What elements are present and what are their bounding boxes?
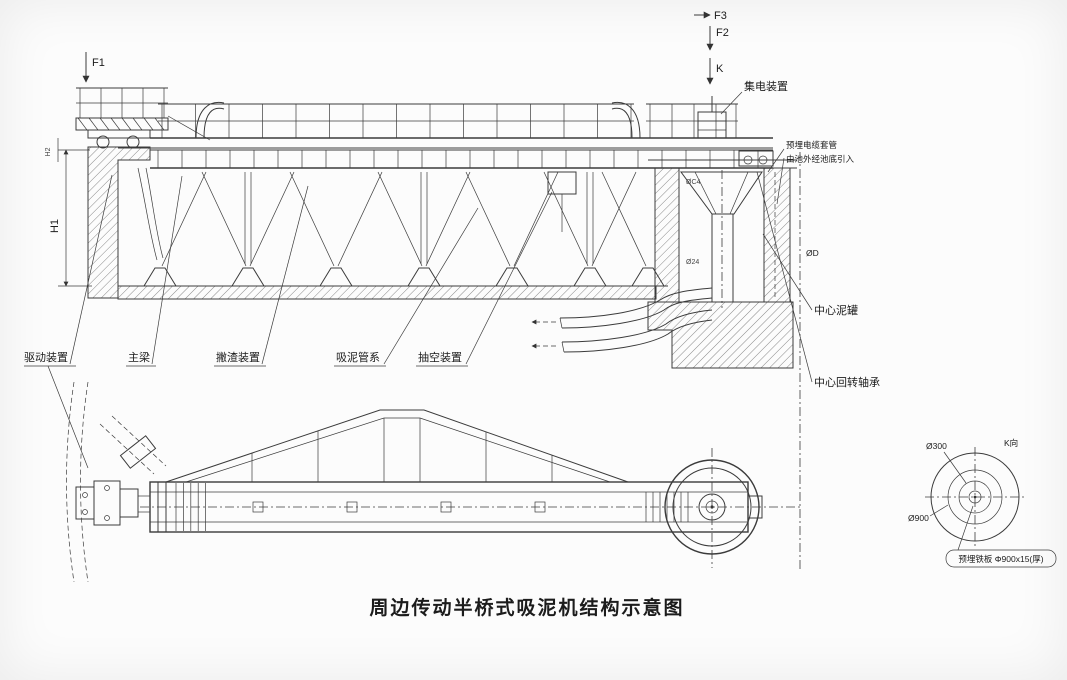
plan-truss: [165, 409, 629, 483]
pool-wall-left: [87, 146, 151, 299]
drive-wheel: [96, 135, 110, 149]
force-f3-label: F3: [714, 10, 727, 22]
end-carriage-platform: [75, 87, 169, 261]
dimension-lines: [57, 138, 801, 570]
leader-lines: [24, 91, 813, 469]
plan-drive-unit: [75, 415, 167, 526]
plan-main-beam: [140, 481, 800, 533]
detail-outer-dia-label: Ø900: [908, 513, 929, 523]
force-k-label: K: [716, 63, 724, 75]
plan-view: [66, 381, 800, 583]
cable-label-line2: 由池外经池底引入: [786, 154, 855, 164]
detail-inner-dia-label: Ø300: [926, 441, 947, 451]
tank-funnel: [680, 171, 763, 215]
slewing-bearing: [738, 150, 774, 167]
plan-splice-ticks: [175, 483, 689, 531]
bridge-girder: [118, 137, 773, 169]
plan-motor: [119, 435, 157, 469]
suction-pipe-assembly: [140, 171, 668, 287]
discharge-pipes: [531, 287, 713, 353]
current-collector: [697, 96, 727, 139]
drive-wheel: [126, 135, 140, 149]
text-labels: F1 F3 F2 K H1 H2 ØD ØC4 Ø24 集电装置 预埋电缆套管 …: [24, 10, 1044, 619]
railing: [158, 101, 738, 141]
center-pipe: [711, 213, 734, 303]
skimmer-label: 撇渣装置: [216, 350, 260, 364]
center-column-structure: [531, 150, 797, 369]
suction-pipes-label: 吸泥管系: [336, 350, 380, 364]
funnel-dia-label: ØC4: [686, 179, 701, 186]
load-arrows: [82, 11, 714, 85]
bent-handrail-right: [611, 101, 641, 139]
main-beam-label: 主梁: [128, 350, 150, 364]
plate-label-box: [945, 549, 1057, 568]
plan-center-pivot: [664, 448, 763, 568]
cable-label-line1: 预埋电缆套管: [786, 140, 837, 150]
slewing-bearing-label: 中心回转轴承: [814, 375, 880, 389]
collector-label: 集电装置: [744, 79, 788, 93]
vacuum-unit-label: 抽空装置: [418, 350, 462, 364]
vacuum-device: [547, 171, 577, 232]
k-view-label: K向: [1004, 438, 1018, 448]
pool-floor: [117, 285, 657, 300]
pipe-dia-label: Ø24: [686, 259, 699, 266]
bent-handrail-left: [195, 101, 225, 139]
force-f2-label: F2: [716, 27, 729, 39]
k-view-detail: [925, 447, 1057, 568]
h1-dim-label: H1: [49, 219, 61, 233]
elevation-view: [57, 11, 801, 570]
h2-dim-label: H2: [45, 147, 52, 156]
plan-beam-holes: [252, 501, 546, 513]
drive-unit-label: 驱动装置: [24, 351, 68, 364]
pool-wall-arc: [66, 381, 89, 583]
pool-diameter-label: ØD: [806, 248, 819, 258]
force-f1-label: F1: [92, 57, 105, 69]
diagram-title: 周边传动半桥式吸泥机结构示意图: [369, 596, 684, 619]
center-mud-tank-label: 中心泥罐: [814, 304, 858, 317]
embedded-plate-label: 预埋铁板 Φ900x15(厚): [958, 554, 1043, 564]
